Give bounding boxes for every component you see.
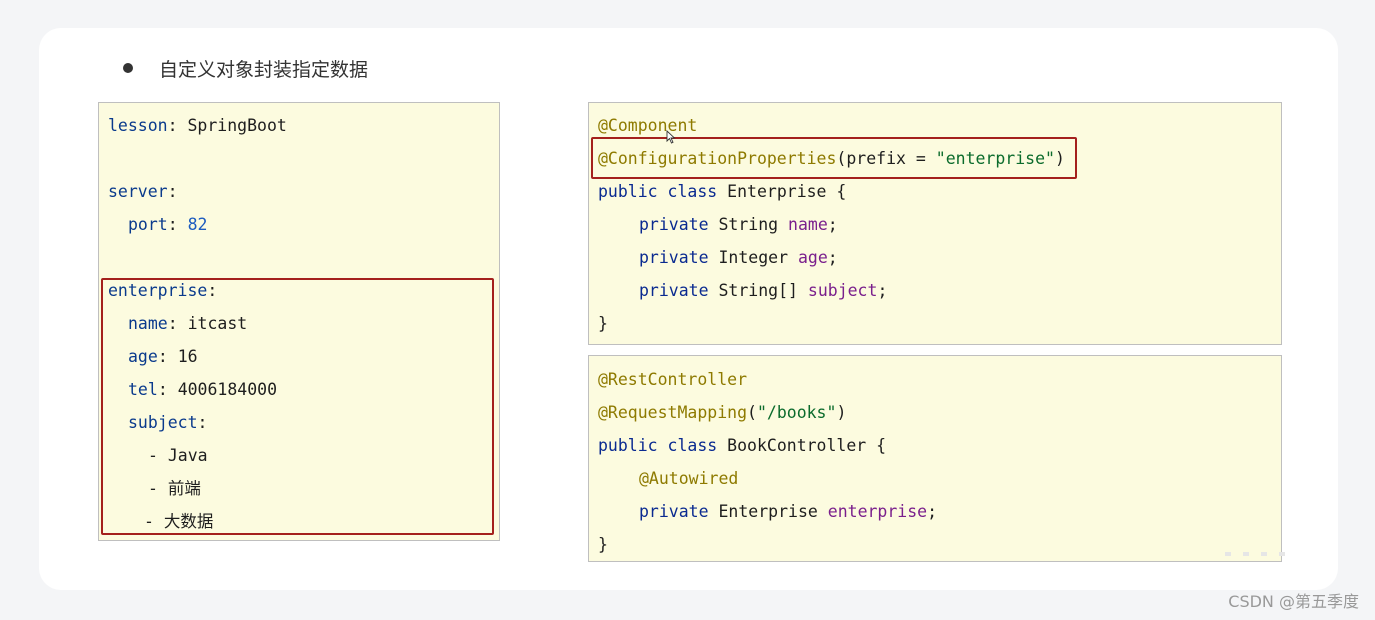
code-line-field-age: private Integer age; [639,248,838,267]
config-props-highlight [591,137,1077,179]
code-line-config-props: @ConfigurationProperties(prefix = "enter… [598,149,1065,168]
mouse-pointer-icon [666,130,676,144]
code-line-rest-controller: @RestController [598,370,748,389]
yaml-line-frontend: - 前端 [148,479,201,498]
yaml-line-subject: subject: [128,413,208,432]
yaml-enterprise-highlight [101,278,494,535]
code-line-field-subject: private String[] subject; [639,281,888,300]
code-line-controller-close: } [598,535,608,554]
yaml-config-box: lesson: SpringBoot server: port: 82 ente… [98,102,500,541]
code-line-autowired: @Autowired [639,469,739,488]
yaml-line-tel: tel: 4006184000 [128,380,278,399]
code-line-class-decl: public class Enterprise { [598,182,847,201]
code-line-component: @Component [598,116,698,135]
code-line-class-close: } [598,314,608,333]
yaml-line-lesson: lesson: SpringBoot [108,116,287,135]
bullet-icon [123,63,133,73]
yaml-line-age: age: 16 [128,347,198,366]
csdn-watermark: CSDN @第五季度 [1228,592,1359,611]
yaml-line-java: - Java [148,446,208,465]
yaml-line-name: name: itcast [128,314,248,333]
yaml-line-port: port: 82 [128,215,208,234]
yaml-line-server: server: [108,182,178,201]
heading-text: 自定义对象封装指定数据 [159,58,369,81]
code-line-request-mapping: @RequestMapping("/books") [598,403,847,422]
controller-class-box: @RestController @RequestMapping("/books"… [588,355,1282,562]
yaml-line-enterprise: enterprise: [108,281,218,300]
slide-heading: 自定义对象封装指定数据 [123,54,368,82]
code-line-controller-decl: public class BookController { [598,436,887,455]
code-line-field-name: private String name; [639,215,838,234]
enterprise-class-box: @Component @ConfigurationProperties(pref… [588,102,1282,345]
yaml-line-bigdata: - 大数据 [144,512,214,531]
decorative-dots [1225,552,1287,558]
code-line-enterprise-field: private Enterprise enterprise; [639,502,938,521]
